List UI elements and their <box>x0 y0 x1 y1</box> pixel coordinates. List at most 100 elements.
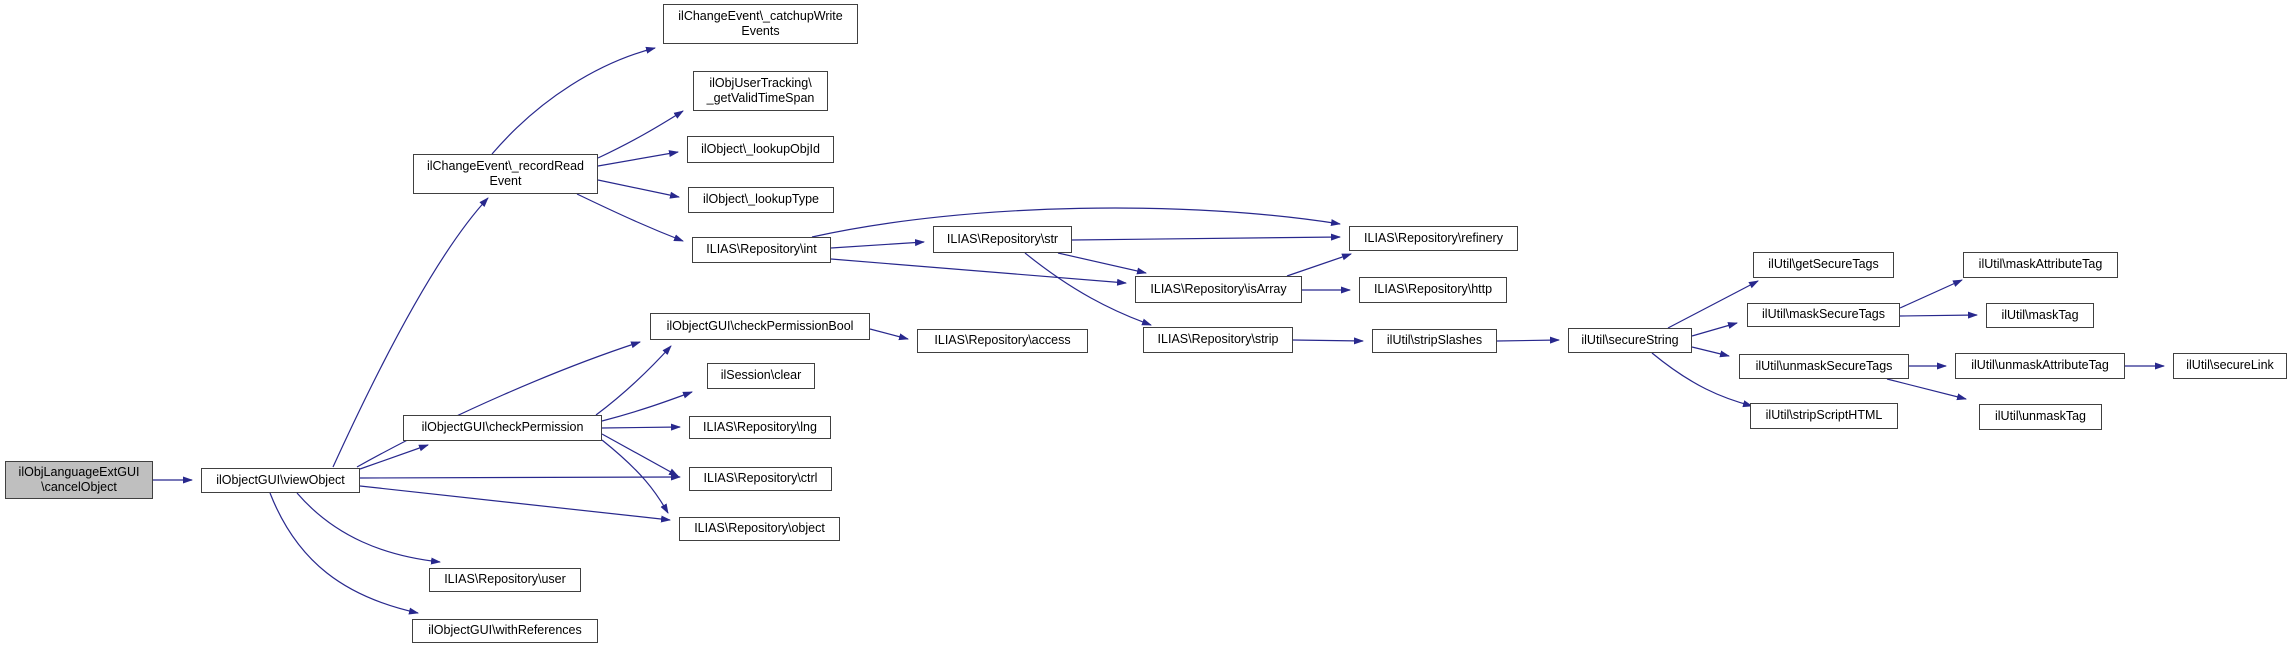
node-label: ILIAS\Repository\strip <box>1157 332 1279 347</box>
node-lookup-type[interactable]: ilObject\_lookupType <box>688 187 834 213</box>
node-label: ILIAS\Repository\http <box>1373 282 1493 297</box>
edge-secure-string-to-mask-secure-tags <box>1691 322 1738 337</box>
node-repo-str[interactable]: ILIAS\Repository\str <box>933 226 1072 253</box>
node-strip-script-html[interactable]: ilUtil\stripScriptHTML <box>1750 403 1898 429</box>
edge-repo-str-to-repo-is-array <box>1057 252 1147 275</box>
node-label: ilObjectGUI\viewObject <box>216 472 345 487</box>
edge-record-read-event-to-repo-int <box>576 193 684 242</box>
node-label: ILIAS\Repository\int <box>706 242 817 257</box>
node-label: ILIAS\Repository\object <box>694 521 825 536</box>
node-strip-slashes[interactable]: ilUtil\stripSlashes <box>1372 329 1497 353</box>
node-label: ILIAS\Repository\ctrl <box>703 471 818 486</box>
node-label: ilObjectGUI\withReferences <box>428 623 582 638</box>
node-label: ILIAS\Repository\user <box>444 572 566 587</box>
node-label: ilObjectGUI\checkPermission <box>421 420 584 435</box>
node-repo-refinery[interactable]: ILIAS\Repository\refinery <box>1349 226 1518 251</box>
edge-view-object-to-check-permission-bool <box>356 341 641 468</box>
edge-check-permission-to-repo-object <box>601 439 669 514</box>
node-get-secure-tags[interactable]: ilUtil\getSecureTags <box>1753 252 1894 278</box>
edge-record-read-event-to-catchup-write-events <box>491 46 656 155</box>
node-label: ilUtil\getSecureTags <box>1768 257 1879 272</box>
edge-view-object-to-repo-object <box>359 485 671 523</box>
node-label: ilUtil\unmaskAttributeTag <box>1971 358 2109 373</box>
edge-secure-string-to-get-secure-tags <box>1667 280 1759 329</box>
edge-strip-slashes-to-secure-string <box>1496 336 1560 344</box>
node-repo-http[interactable]: ILIAS\Repository\http <box>1359 277 1507 303</box>
node-view-object[interactable]: ilObjectGUI\viewObject <box>201 468 360 493</box>
node-check-permission[interactable]: ilObjectGUI\checkPermission <box>403 415 602 441</box>
edge-repo-strip-to-strip-slashes <box>1292 337 1364 345</box>
edge-mask-secure-tags-to-mask-tag <box>1899 311 1978 319</box>
node-lookup-obj-id[interactable]: ilObject\_lookupObjId <box>687 136 834 163</box>
edge-check-permission-bool-to-repo-access <box>869 328 909 341</box>
node-label: ilUtil\stripSlashes <box>1386 333 1483 348</box>
node-unmask-attribute-tag[interactable]: ilUtil\unmaskAttributeTag <box>1955 353 2125 379</box>
node-mask-secure-tags[interactable]: ilUtil\maskSecureTags <box>1747 303 1900 327</box>
node-label: ilUtil\unmaskSecureTags <box>1755 358 1893 373</box>
edge-record-read-event-to-lookup-type <box>597 179 680 199</box>
node-repo-lng[interactable]: ILIAS\Repository\lng <box>689 416 831 439</box>
node-label: ilObject\_lookupType <box>702 192 820 207</box>
edge-secure-string-to-strip-script-html <box>1651 352 1753 408</box>
node-label: ILIAS\Repository\lng <box>703 419 817 434</box>
node-label: ilUtil\maskTag <box>2001 307 2079 322</box>
node-label: ilObject\_lookupObjId <box>701 141 820 156</box>
edge-repo-str-to-repo-refinery <box>1071 233 1341 241</box>
node-repo-strip[interactable]: ILIAS\Repository\strip <box>1143 327 1293 353</box>
edge-repo-str-to-repo-strip <box>1024 252 1152 326</box>
node-with-references[interactable]: ilObjectGUI\withReferences <box>412 619 598 643</box>
node-label: _getValidTimeSpan <box>706 91 815 105</box>
node-mask-attribute-tag[interactable]: ilUtil\maskAttributeTag <box>1963 252 2118 278</box>
node-secure-string[interactable]: ilUtil\secureString <box>1568 328 1692 353</box>
node-label: Event <box>489 174 522 188</box>
node-repo-object[interactable]: ILIAS\Repository\object <box>679 517 840 541</box>
edge-check-permission-to-session-clear <box>601 391 693 422</box>
node-mask-tag[interactable]: ilUtil\maskTag <box>1986 303 2094 328</box>
node-label: ilUtil\secureLink <box>2186 358 2274 373</box>
node-label: ilUtil\stripScriptHTML <box>1765 408 1883 423</box>
edge-repo-int-to-repo-is-array <box>830 258 1127 286</box>
node-label: ilUtil\secureString <box>1581 332 1679 347</box>
node-label: Events <box>741 24 780 38</box>
node-repo-user[interactable]: ILIAS\Repository\user <box>429 568 581 592</box>
node-label: ilUtil\maskSecureTags <box>1762 307 1885 322</box>
edge-view-object-to-check-permission <box>359 444 429 470</box>
node-secure-link[interactable]: ilUtil\secureLink <box>2173 353 2287 379</box>
edge-check-permission-to-repo-lng <box>601 423 681 431</box>
edge-secure-string-to-unmask-secure-tags <box>1691 346 1730 358</box>
node-repo-ctrl[interactable]: ILIAS\Repository\ctrl <box>689 467 832 491</box>
node-label: ilObjectGUI\checkPermissionBool <box>666 318 854 333</box>
edge-record-read-event-to-lookup-obj-id <box>597 150 679 167</box>
node-get-valid-time-span[interactable]: ilObjUserTracking\_getValidTimeSpan <box>693 71 828 111</box>
node-repo-access[interactable]: ILIAS\Repository\access <box>917 329 1088 353</box>
node-unmask-secure-tags[interactable]: ilUtil\unmaskSecureTags <box>1739 354 1909 379</box>
edge-record-read-event-to-get-valid-time-span <box>597 110 684 159</box>
edge-view-object-to-repo-user <box>296 492 441 565</box>
node-repo-int[interactable]: ILIAS\Repository\int <box>692 237 831 263</box>
edge-repo-int-to-repo-refinery <box>811 207 1341 238</box>
node-cancel-object[interactable]: ilObjLanguageExtGUI\cancelObject <box>5 461 153 499</box>
node-label: ILIAS\Repository\refinery <box>1364 230 1503 245</box>
node-session-clear[interactable]: ilSession\clear <box>707 363 815 389</box>
edge-check-permission-to-repo-ctrl <box>601 433 679 477</box>
node-label: ilSession\clear <box>720 368 802 383</box>
node-label: ILIAS\Repository\isArray <box>1150 281 1287 296</box>
node-label: ilUtil\unmaskTag <box>1994 409 2086 424</box>
edge-repo-int-to-repo-str <box>830 239 925 249</box>
edge-unmask-secure-tags-to-unmask-tag <box>1886 378 1967 401</box>
edge-view-object-to-record-read-event <box>332 197 489 468</box>
node-label: ILIAS\Repository\access <box>934 333 1071 348</box>
edge-view-object-to-with-references <box>269 492 419 615</box>
node-label: ilChangeEvent\_recordRead <box>426 158 585 173</box>
node-label: \cancelObject <box>41 480 117 494</box>
edge-repo-is-array-to-repo-refinery <box>1286 253 1352 277</box>
node-check-permission-bool[interactable]: ilObjectGUI\checkPermissionBool <box>650 313 870 340</box>
node-unmask-tag[interactable]: ilUtil\unmaskTag <box>1979 404 2102 430</box>
node-label: ilObjUserTracking\ <box>709 75 812 90</box>
node-repo-is-array[interactable]: ILIAS\Repository\isArray <box>1135 276 1302 303</box>
edge-check-permission-to-check-permission-bool <box>595 345 672 416</box>
